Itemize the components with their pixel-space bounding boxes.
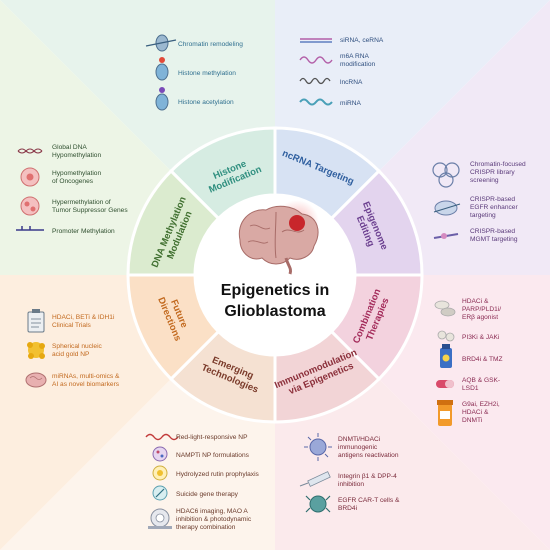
ncrna-item: miRNA bbox=[340, 100, 361, 107]
epigenome-item: Chromatin-focused CRISPR library screeni… bbox=[470, 161, 528, 184]
gold-nanoparticle-icon bbox=[27, 342, 45, 359]
histone-item: Histone methylation bbox=[178, 70, 236, 77]
m6a-rna-icon bbox=[299, 56, 333, 64]
sirna-icon bbox=[300, 38, 332, 43]
item-labels: Chromatin remodeling Histone methylation… bbox=[52, 37, 528, 531]
immuno-item: Integrin β1 & DPP-4 inhibition bbox=[338, 473, 399, 488]
clipboard-icon bbox=[27, 309, 45, 333]
crispr-egfr-icon bbox=[433, 200, 461, 216]
ncrna-item: siRNA, ceRNA bbox=[340, 37, 384, 44]
icons bbox=[16, 34, 461, 529]
emerging-item: Red-light-responsive NP bbox=[176, 434, 248, 441]
immune-cell-icon bbox=[304, 433, 332, 461]
dna-item: Promoter Methylation bbox=[52, 228, 115, 235]
center-title-line1: Epigenetics in bbox=[221, 282, 329, 299]
emerging-item: HDAC6 imaging, MAO A inhibition & photod… bbox=[176, 508, 253, 531]
ncrna-item: lncRNA bbox=[340, 79, 363, 86]
histone-item: Histone acetylation bbox=[178, 99, 234, 106]
crispr-mgmt-icon bbox=[433, 233, 459, 239]
immuno-item: EGFR CAR-T cells & BRD4i bbox=[338, 497, 401, 512]
medicine-bottle-icon bbox=[437, 400, 453, 426]
epigenome-item: CRISPR-based MGMT targeting bbox=[470, 228, 518, 243]
combination-item: G9ai, EZH2i, HDACi & DNMTi bbox=[462, 401, 502, 424]
dna-item: Global DNA Hypomethylation bbox=[52, 144, 101, 159]
emerging-item: Suicide gene therapy bbox=[176, 491, 239, 498]
future-item: miRNAs, multi-omics & AI as novel biomar… bbox=[52, 373, 121, 388]
future-item: HDACi, BETi & IDH1i Clinical Trials bbox=[52, 314, 116, 329]
histone-methylation-icon bbox=[155, 57, 169, 81]
future-item: Spherical nucleic acid gold NP bbox=[52, 343, 104, 358]
histone-acetylation-icon bbox=[155, 87, 169, 111]
brain-biomarker-icon bbox=[25, 372, 47, 388]
ncrna-item: m6A RNA modification bbox=[340, 53, 376, 68]
radiation-bottle-icon bbox=[440, 344, 452, 368]
epigenome-item: CRISPR-based EGFR enhancer targeting bbox=[470, 196, 520, 219]
dna-icon bbox=[17, 148, 43, 154]
combination-item: BRD4i & TMZ bbox=[462, 356, 503, 363]
dna-item: Hypomethylation of Oncogenes bbox=[52, 170, 103, 185]
promoter-icon bbox=[16, 226, 44, 231]
nanoparticle-icon bbox=[152, 446, 168, 462]
emerging-item: NAMPTi NP formulations bbox=[176, 452, 250, 459]
pills-icon-2 bbox=[437, 330, 455, 342]
car-t-cell-icon bbox=[305, 495, 331, 513]
combination-item: HDACi & PARP/PLD1i/ ERβ agonist bbox=[462, 298, 503, 321]
cell-tumor-suppressor-icon bbox=[20, 196, 40, 216]
combination-item: PI3Ki & JAKi bbox=[462, 334, 500, 341]
rutin-icon bbox=[152, 465, 168, 481]
brain-icon bbox=[238, 200, 319, 275]
cell-oncogene-icon bbox=[20, 167, 40, 187]
emerging-item: Hydrolyzed rutin prophylaxis bbox=[176, 471, 260, 478]
imaging-scanner-icon bbox=[148, 508, 172, 529]
segment-ring bbox=[126, 126, 424, 424]
combination-item: AQB & GSK- LSD1 bbox=[462, 377, 502, 392]
pills-icon-1 bbox=[434, 300, 456, 317]
gene-therapy-icon bbox=[152, 485, 168, 501]
crispr-screening-icon bbox=[432, 162, 460, 188]
chromatin-icon bbox=[145, 34, 177, 52]
dna-item: Hypermethylation of Tumor Suppressor Gen… bbox=[52, 199, 128, 214]
immuno-item: DNMTi/HDACi immunogenic antigens reactiv… bbox=[338, 436, 399, 459]
light-wave-icon bbox=[145, 433, 179, 441]
histone-item: Chromatin remodeling bbox=[178, 41, 243, 48]
center-title-line2: Glioblastoma bbox=[224, 303, 325, 320]
mirna-icon bbox=[299, 98, 333, 106]
lncrna-icon bbox=[299, 77, 331, 85]
center-hub: Epigenetics in Glioblastoma bbox=[195, 195, 355, 355]
syringe-icon bbox=[299, 471, 331, 487]
capsule-icon bbox=[436, 380, 454, 388]
